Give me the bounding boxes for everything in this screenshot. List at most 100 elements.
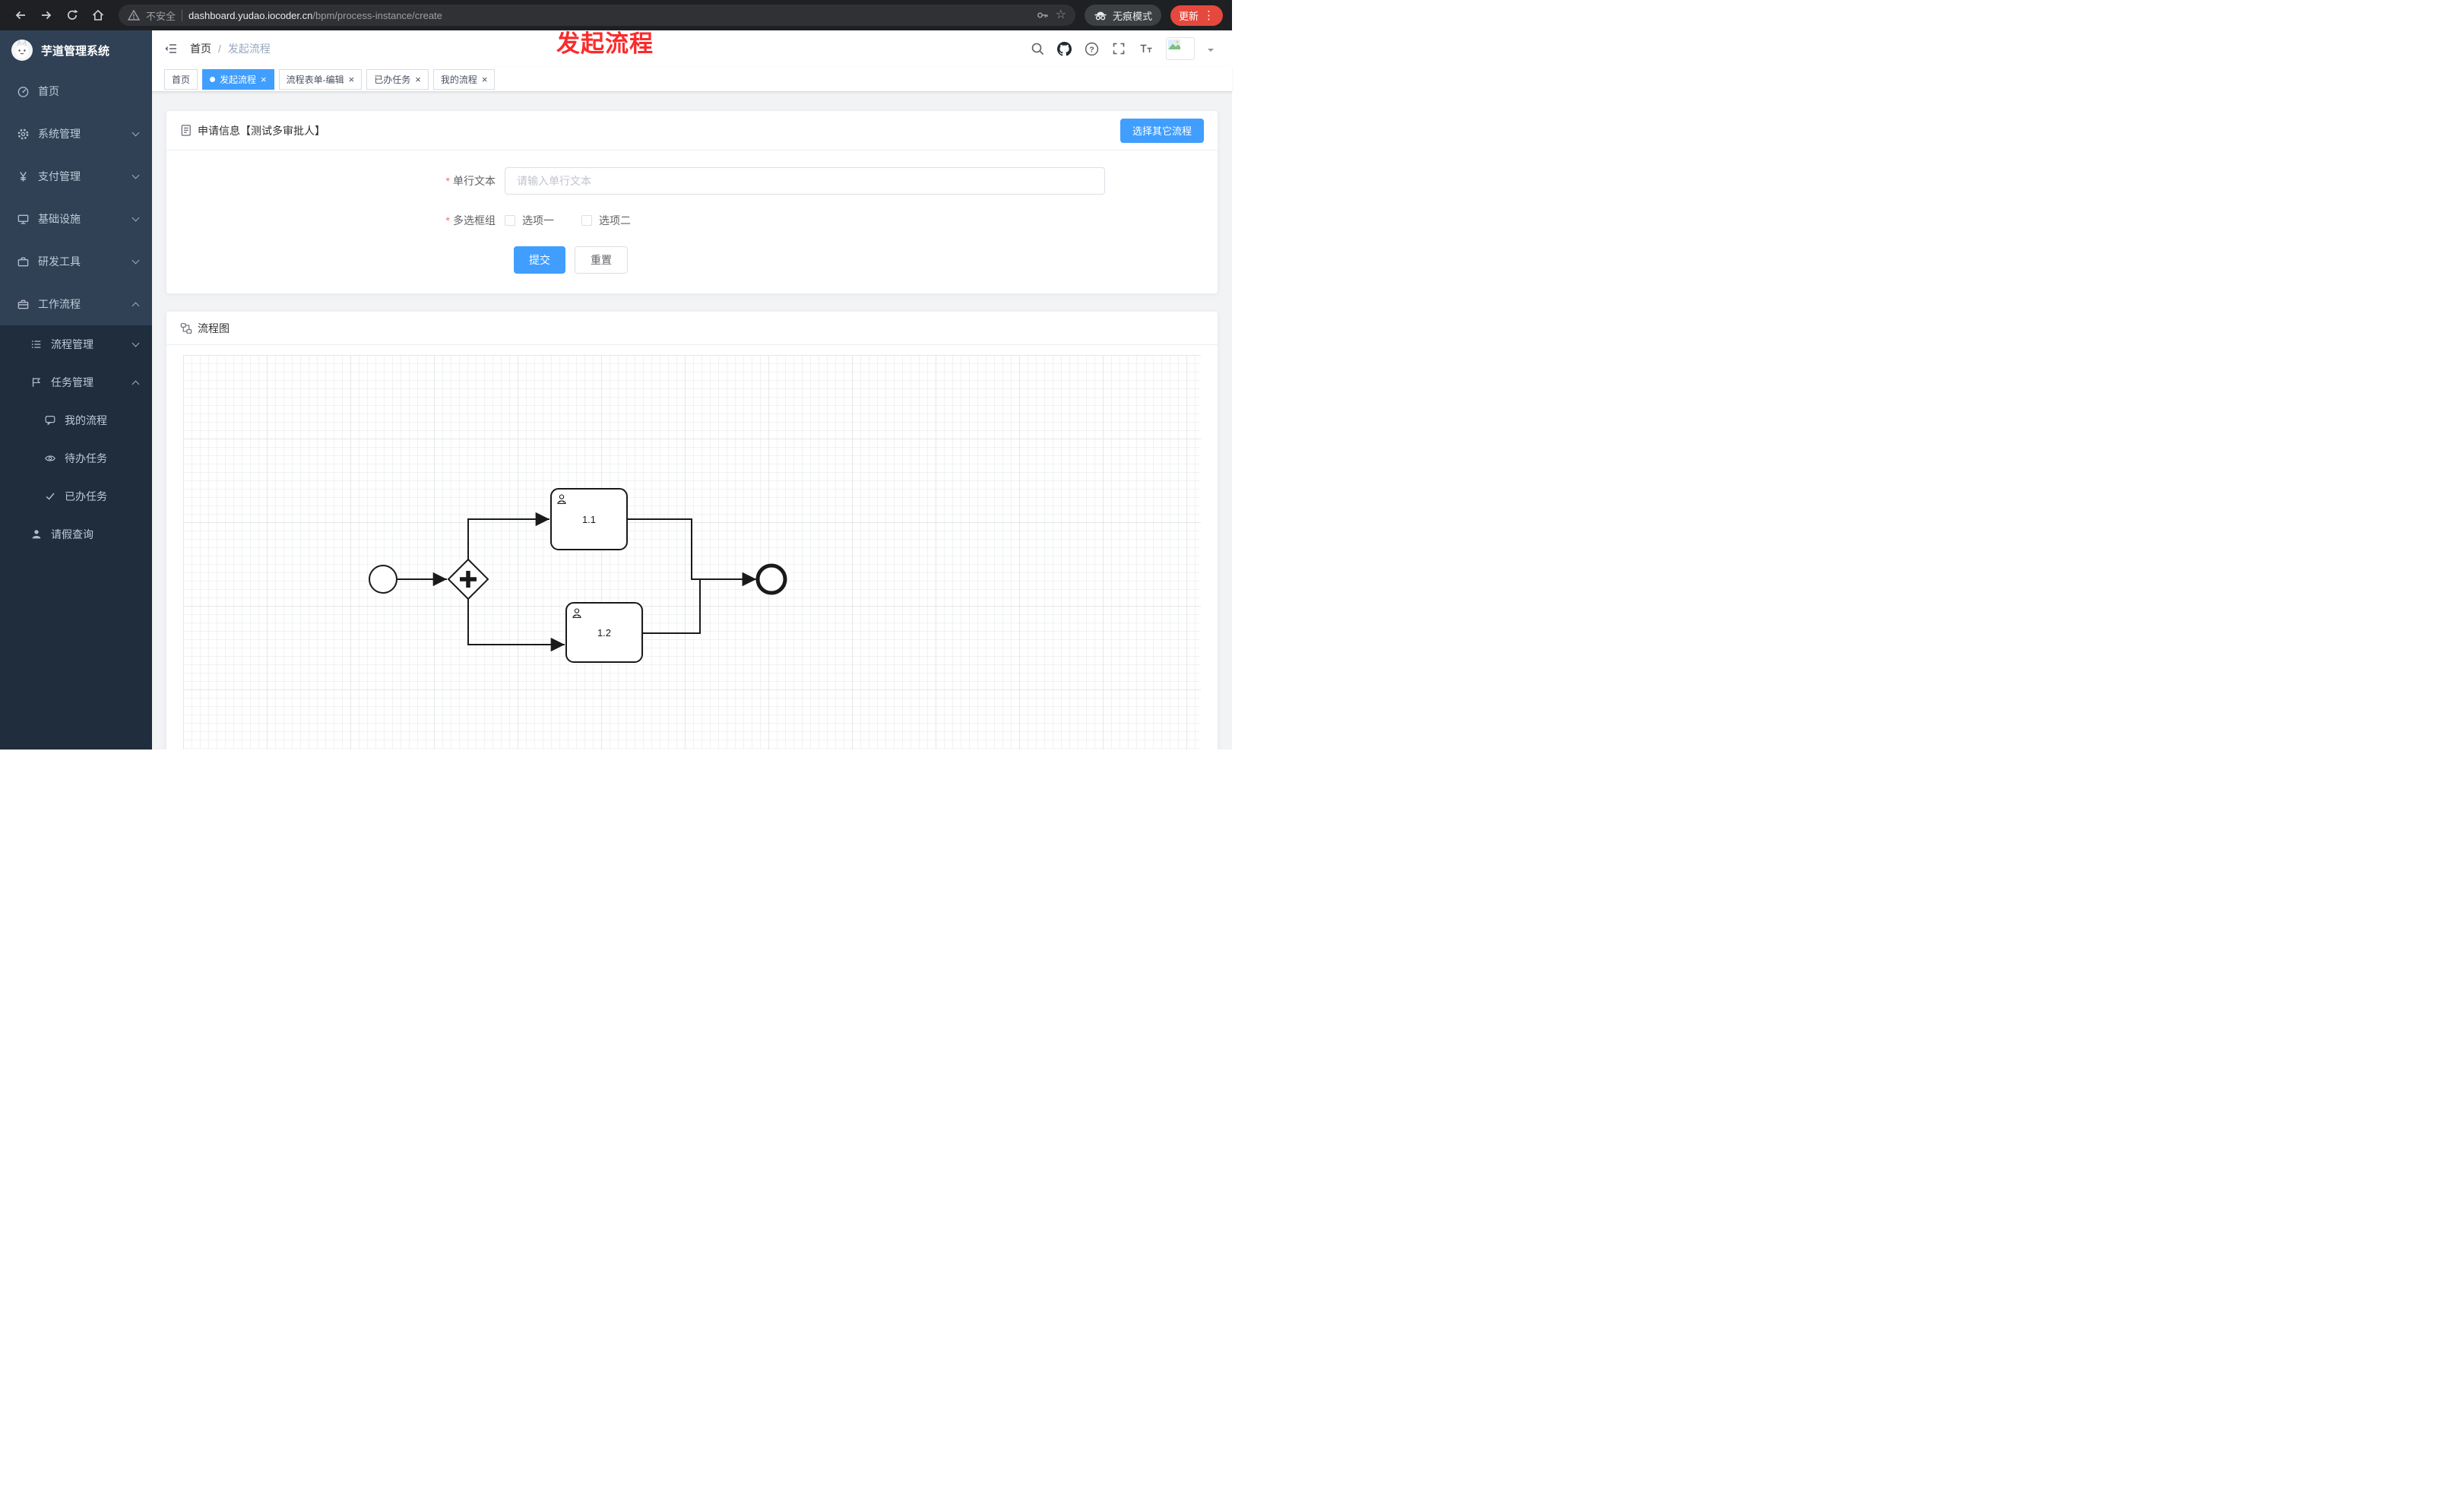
flow-gateway-to-task1[interactable] (467, 512, 549, 559)
breadcrumb-separator: / (218, 43, 221, 55)
task-label: 1.1 (582, 514, 596, 525)
workflow-submenu: 流程管理 任务管理 我的流程 待办任务 已办任务 请假 (0, 325, 152, 750)
checkbox-option-1[interactable]: 选项一 (505, 213, 554, 228)
sidebar-item-devtools[interactable]: 研发工具 (0, 240, 152, 283)
active-dot-icon (210, 76, 216, 82)
end-event[interactable] (755, 563, 787, 595)
app-title: 芋道管理系统 (41, 44, 110, 58)
sidebar-item-label: 已办任务 (65, 490, 107, 502)
bpmn-canvas[interactable]: 1.1 1.2 (183, 355, 1201, 750)
sidebar-item-infra[interactable]: 基础设施 (0, 198, 152, 240)
reset-button[interactable]: 重置 (575, 246, 628, 274)
single-line-text-input[interactable] (505, 167, 1105, 195)
tab-home[interactable]: 首页 (164, 68, 198, 90)
sidebar-item-todo-tasks[interactable]: 待办任务 (0, 439, 152, 477)
reload-icon (68, 9, 78, 20)
menu-kebab-icon[interactable]: ⋮ (1203, 8, 1215, 22)
sidebar-item-label: 支付管理 (38, 170, 81, 182)
url-text[interactable]: dashboard.yudao.iocoder.cn/bpm/process-i… (188, 10, 1030, 21)
user-task-icon (557, 494, 566, 505)
question-glyph: ? (1089, 45, 1094, 54)
avatar-caret-icon[interactable] (1208, 49, 1214, 55)
list-icon (31, 341, 41, 348)
diagram-canvas-wrap: 1.1 1.2 (166, 345, 1218, 750)
select-other-process-button[interactable]: 选择其它流程 (1120, 118, 1204, 143)
flowchart-icon (180, 322, 192, 334)
submit-button[interactable]: 提交 (514, 246, 565, 274)
tab-form-edit[interactable]: 流程表单-编辑 × (278, 68, 363, 90)
card-title: 流程图 (198, 322, 230, 334)
sidebar-item-label: 待办任务 (65, 452, 107, 464)
forward-button[interactable] (35, 4, 58, 27)
chevron-down-icon (131, 339, 140, 347)
sidebar-fold-icon[interactable] (164, 42, 178, 55)
help-icon[interactable]: ? (1085, 42, 1099, 56)
tabs-bar: 首页 发起流程 × 流程表单-编辑 × 已办任务 × 我的流程 × (152, 67, 1232, 92)
checkbox-icon[interactable] (581, 215, 592, 226)
tab-label: 首页 (172, 74, 191, 85)
flow-task2-to-end[interactable] (642, 572, 756, 634)
font-size-icon[interactable] (1139, 42, 1153, 55)
close-icon[interactable]: × (261, 73, 267, 85)
close-icon[interactable]: × (481, 73, 488, 85)
app-frame: 芋道管理系统 首页 系统管理 支付管理 基础设施 研发工具 工作流 (0, 30, 1232, 750)
tab-label: 流程表单-编辑 (286, 74, 344, 85)
flow-task1-to-end[interactable] (627, 518, 756, 587)
sidebar-item-payment[interactable]: 支付管理 (0, 155, 152, 198)
required-mark: * (445, 175, 450, 187)
plus-icon (460, 571, 477, 588)
tab-done-tasks[interactable]: 已办任务 × (366, 68, 429, 90)
bookmark-star-icon[interactable]: ☆ (1055, 8, 1066, 21)
start-event[interactable] (369, 565, 397, 594)
sidebar-item-done-tasks[interactable]: 已办任务 (0, 477, 152, 515)
close-icon[interactable]: × (415, 73, 421, 85)
bpmn-diagram: 1.1 1.2 (369, 488, 787, 663)
sidebar-item-task-management[interactable]: 任务管理 (0, 363, 152, 401)
user-task-icon (572, 608, 581, 619)
logo[interactable]: 芋道管理系统 (0, 30, 152, 70)
back-button[interactable] (9, 4, 32, 27)
address-bar[interactable]: 不安全 dashboard.yudao.iocoder.cn/bpm/proce… (119, 5, 1075, 26)
sidebar-item-home[interactable]: 首页 (0, 70, 152, 113)
forward-arrow-icon (42, 11, 52, 20)
key-icon[interactable] (1036, 8, 1050, 22)
checkbox-option-2[interactable]: 选项二 (581, 213, 631, 228)
chevron-down-icon (131, 214, 140, 222)
sidebar-item-my-processes[interactable]: 我的流程 (0, 401, 152, 439)
fullscreen-icon[interactable] (1112, 42, 1126, 55)
reload-button[interactable] (61, 4, 84, 27)
tab-create-process[interactable]: 发起流程 × (202, 68, 274, 90)
user-task-1-2[interactable]: 1.2 (565, 602, 643, 663)
update-browser-button[interactable]: 更新 ⋮ (1170, 5, 1223, 26)
github-icon[interactable] (1057, 41, 1072, 56)
chat-icon (45, 416, 55, 426)
user-task-1-1[interactable]: 1.1 (550, 488, 628, 550)
tab-my-processes[interactable]: 我的流程 × (432, 68, 496, 90)
sidebar-item-process-management[interactable]: 流程管理 (0, 325, 152, 363)
sidebar-item-label: 请假查询 (51, 528, 93, 540)
close-icon[interactable]: × (348, 73, 355, 85)
checkbox-icon[interactable] (505, 215, 515, 226)
security-label[interactable]: 不安全 (146, 10, 176, 22)
breadcrumb: 首页 / 发起流程 (190, 41, 271, 56)
task-label: 1.2 (597, 627, 611, 639)
briefcase-icon (17, 299, 29, 309)
incognito-icon (1094, 11, 1107, 21)
flow-gateway-to-task2[interactable] (467, 599, 565, 652)
eye-icon (45, 455, 55, 461)
sidebar-item-leave-query[interactable]: 请假查询 (0, 515, 152, 553)
breadcrumb-home[interactable]: 首页 (190, 43, 211, 55)
user-avatar[interactable] (1166, 37, 1195, 60)
update-label: 更新 (1178, 10, 1199, 22)
main-area: 首页 / 发起流程 ? 首页 发起流程 × (152, 30, 1232, 750)
monitor-icon (17, 214, 29, 224)
search-icon[interactable] (1031, 42, 1044, 55)
sidebar-item-system[interactable]: 系统管理 (0, 113, 152, 155)
sidebar-item-label: 我的流程 (65, 414, 107, 426)
home-button[interactable] (87, 4, 109, 27)
application-info-card: 申请信息【测试多审批人】 选择其它流程 *单行文本 *多选框组 选项一 (166, 110, 1218, 294)
parallel-gateway[interactable] (447, 558, 489, 601)
sidebar-item-label: 研发工具 (38, 255, 81, 268)
sidebar-item-workflow[interactable]: 工作流程 (0, 283, 152, 325)
sidebar-item-label: 工作流程 (38, 298, 81, 310)
